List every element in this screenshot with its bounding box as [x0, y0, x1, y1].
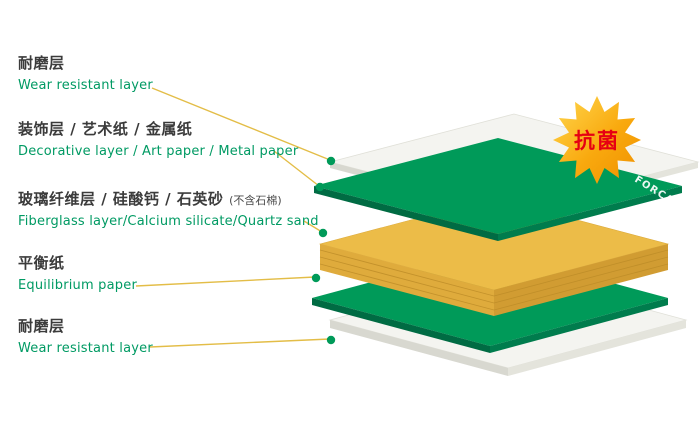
layer-dot	[311, 273, 321, 283]
layer-label-group: 玻璃纤维层 / 硅酸钙 / 石英砂 (不含石棉) Fiberglass laye…	[18, 188, 319, 229]
layer-dot	[318, 228, 328, 238]
core-laminate-lines	[319, 249, 669, 311]
leader-line	[135, 276, 316, 287]
core-layer-shape	[318, 197, 670, 316]
layer-dot	[326, 335, 336, 345]
layer-label-group: 装饰层 / 艺术纸 / 金属纸 Decorative layer / Art p…	[18, 118, 298, 159]
layer-label-zh-note: (不含石棉)	[229, 194, 282, 207]
layer-side-face	[498, 186, 682, 241]
leader-line	[151, 87, 331, 161]
layer-dot	[315, 182, 325, 192]
layer-label-en: Wear resistant layer	[18, 78, 153, 93]
layer-label-group: 平衡纸 Equilibrium paper	[18, 252, 137, 293]
layer-label-group: 耐磨层 Wear resistant layer	[18, 52, 153, 93]
layer-label-zh: 装饰层 / 艺术纸 / 金属纸	[18, 120, 193, 138]
layer-label-zh-main: 玻璃纤维层 / 硅酸钙 / 石英砂	[18, 190, 224, 208]
layer-label-group: 耐磨层 Wear resistant layer	[18, 315, 153, 356]
antibacterial-badge-label: 抗菌	[574, 129, 620, 153]
layer-label-zh: 平衡纸	[18, 254, 65, 272]
antibacterial-badge: 抗菌	[553, 96, 641, 184]
layer-side-face	[508, 320, 686, 376]
layer-side-face	[490, 298, 668, 353]
layer-label-en: Wear resistant layer	[18, 341, 153, 356]
layer-side-face	[330, 320, 508, 376]
layer-dots	[311, 156, 336, 345]
layer-side-face	[314, 186, 498, 241]
layer-label-zh: 玻璃纤维层 / 硅酸钙 / 石英砂 (不含石棉)	[18, 188, 319, 209]
leader-lines	[135, 87, 331, 348]
layer-label-en: Fiberglass layer/Calcium silicate/Quartz…	[18, 214, 319, 229]
layer-dot	[326, 156, 336, 166]
leader-line	[273, 150, 320, 187]
layer-label-zh: 耐磨层	[18, 317, 65, 335]
leader-line	[303, 220, 323, 233]
layer-label-en: Decorative layer / Art paper / Metal pap…	[18, 144, 299, 159]
antibacterial-badge-star	[553, 96, 641, 184]
leader-line	[149, 338, 331, 348]
layer-side-face	[312, 298, 490, 353]
layer-label-zh: 耐磨层	[18, 54, 65, 72]
layer-label-en: Equilibrium paper	[18, 278, 137, 293]
